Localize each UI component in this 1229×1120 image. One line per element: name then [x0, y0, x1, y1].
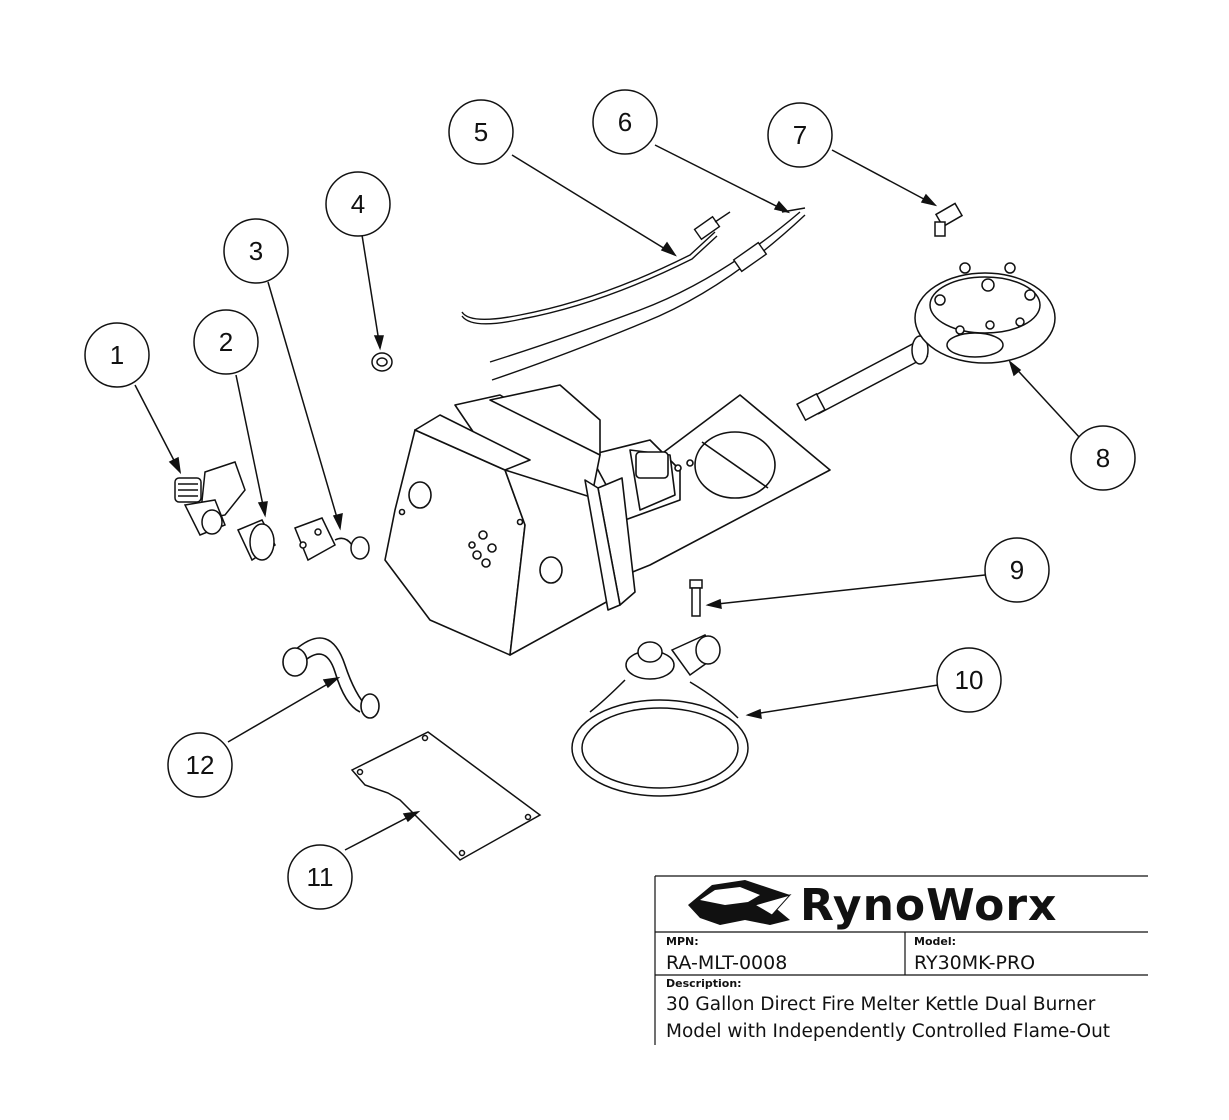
svg-text:8: 8: [1096, 443, 1110, 473]
flex-hose-part: [282, 637, 380, 719]
callout-9: 9: [984, 537, 1050, 603]
dual-burner-part: [796, 262, 1056, 422]
callout-3: 3: [223, 218, 289, 284]
mpn-label: MPN:: [666, 935, 699, 948]
leader-lines: [134, 144, 1081, 851]
svg-text:10: 10: [955, 665, 984, 695]
control-knob-part: [236, 519, 276, 562]
svg-text:4: 4: [351, 189, 365, 219]
kettle-body: [384, 384, 831, 656]
description-line-1: 30 Gallon Direct Fire Melter Kettle Dual…: [666, 994, 1096, 1015]
fitting-nut-part: [371, 352, 393, 372]
callout-bubbles: 1 2 3 4 5 6 7 8 9 10 11 12: [84, 89, 1136, 910]
description-label: Description:: [666, 977, 742, 990]
description-line-2: Model with Independently Controlled Flam…: [666, 1021, 1110, 1042]
title-block: RynoWorx MPN: RA-MLT-0008 Model: RY30MK-…: [654, 875, 1148, 1045]
regulator-hose-part: [571, 634, 749, 797]
svg-text:2: 2: [219, 327, 233, 357]
rhino-logo-icon: [688, 880, 792, 925]
safety-valve-part: [294, 517, 370, 562]
svg-text:3: 3: [249, 236, 263, 266]
svg-text:5: 5: [474, 117, 488, 147]
elbow-fitting-part: [934, 202, 964, 237]
bolt-part: [689, 579, 703, 617]
svg-text:7: 7: [793, 120, 807, 150]
model-value: RY30MK-PRO: [914, 952, 1035, 974]
callout-8: 8: [1070, 425, 1136, 491]
thermocouple-lead-part: [489, 207, 806, 381]
callout-7: 7: [767, 102, 833, 168]
svg-text:6: 6: [618, 107, 632, 137]
svg-text:1: 1: [110, 340, 124, 370]
callout-5: 5: [448, 99, 514, 165]
gas-valve-part: [174, 461, 246, 536]
brand-name: RynoWorx: [800, 880, 1057, 931]
callout-12: 12: [167, 732, 233, 798]
svg-text:11: 11: [307, 862, 334, 892]
model-label: Model:: [914, 935, 956, 948]
igniter-wire-part: [461, 211, 731, 325]
callout-11: 11: [287, 844, 353, 910]
cover-plate-part: [350, 731, 542, 861]
callout-1: 1: [84, 322, 150, 388]
svg-text:9: 9: [1010, 555, 1024, 585]
callout-4: 4: [325, 171, 391, 237]
callout-6: 6: [592, 89, 658, 155]
svg-text:12: 12: [186, 750, 215, 780]
callout-2: 2: [193, 309, 259, 375]
callout-10: 10: [936, 647, 1002, 713]
mpn-value: RA-MLT-0008: [666, 952, 787, 974]
